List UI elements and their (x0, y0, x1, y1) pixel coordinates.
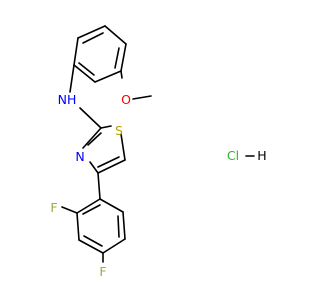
bond (100, 125, 112, 129)
bond (83, 235, 103, 247)
bond (120, 43, 127, 72)
bond (61, 206, 78, 214)
bond (82, 204, 101, 215)
bond (77, 25, 106, 39)
atom-hydrogen: H (257, 148, 266, 163)
bonds (61, 25, 255, 263)
bond (78, 62, 95, 76)
atom-sulfur: S (115, 123, 123, 138)
bond (94, 70, 122, 83)
bond (117, 215, 120, 238)
atom-fluorine: F (50, 200, 57, 215)
atom-nh: NH (58, 92, 77, 107)
bond (82, 127, 102, 149)
bond (79, 107, 102, 129)
bond (78, 239, 104, 254)
bond (104, 25, 127, 45)
bond (73, 64, 96, 83)
bond (132, 95, 152, 100)
bond (76, 198, 101, 214)
bond (122, 211, 126, 240)
bond (120, 70, 123, 79)
atom-oxygen: O (121, 92, 131, 107)
bond (87, 132, 102, 146)
bond (114, 47, 120, 69)
bond (76, 212, 80, 241)
bond (97, 156, 120, 168)
bond (102, 238, 126, 254)
bond (99, 198, 124, 213)
atom-chlorine: Cl (227, 148, 239, 163)
bond (82, 32, 104, 44)
bond (97, 159, 126, 174)
atom-nitrogen: N (75, 149, 84, 164)
bond (69, 64, 75, 93)
atom-fluorine: F (99, 264, 106, 279)
atom-labels: NH O S N F F Cl H (50, 92, 266, 279)
bond (97, 172, 101, 200)
bond (120, 133, 126, 161)
bond (89, 161, 99, 174)
structure-canvas: NH O S N F F Cl H (50, 25, 267, 279)
bond (73, 37, 79, 66)
